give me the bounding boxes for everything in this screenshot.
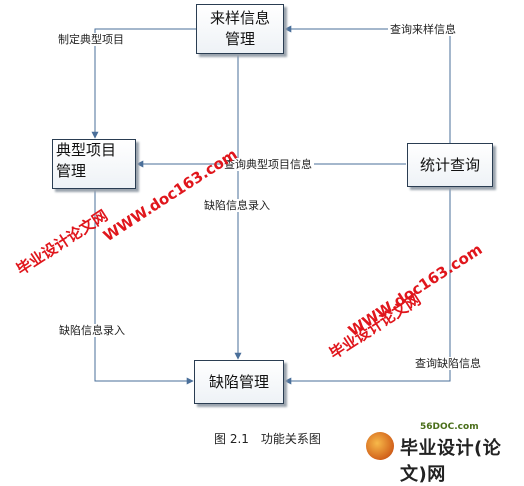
arrow-query-to-defect [284,188,451,385]
label-query-sample: 查询来样信息 [388,23,458,36]
diagram-canvas: 来样信息 管理 典型项目 管理 统计查询 缺陷管理 查询来样信息 制定典型项目 … [13,4,524,485]
box-typical-project-management: 典型项目 管理 [52,139,136,189]
box-sample-info-management: 来样信息 管理 [196,4,284,54]
box-defect-management: 缺陷管理 [194,360,284,404]
box-sample-label: 来样信息 管理 [209,9,270,48]
box-defect-label: 缺陷管理 [208,372,269,391]
site-url: 56DOC.com [420,422,479,432]
figure-caption: 图 2.1 功能关系图 [214,432,321,446]
label-query-defect: 查询缺陷信息 [413,357,483,370]
label-defect-entry-center: 缺陷信息录入 [202,199,272,212]
label-defect-entry-left: 缺陷信息录入 [57,324,127,337]
arrow-query-to-sample [284,25,451,143]
box-query-label: 统计查询 [419,155,480,174]
site-logo-icon [366,432,394,460]
arrow-typical-to-defect [94,190,194,385]
box-typical-label: 典型项目 管理 [56,141,117,180]
box-statistics-query: 统计查询 [407,143,493,187]
label-query-typical: 查询典型项目信息 [222,158,314,171]
site-branding: 56DOC.com 毕业设计(论文)网 [360,422,524,485]
arrow-sample-to-typical [91,28,196,139]
label-make-typical: 制定典型项目 [56,33,126,46]
site-name: 毕业设计(论文)网 [400,438,502,485]
